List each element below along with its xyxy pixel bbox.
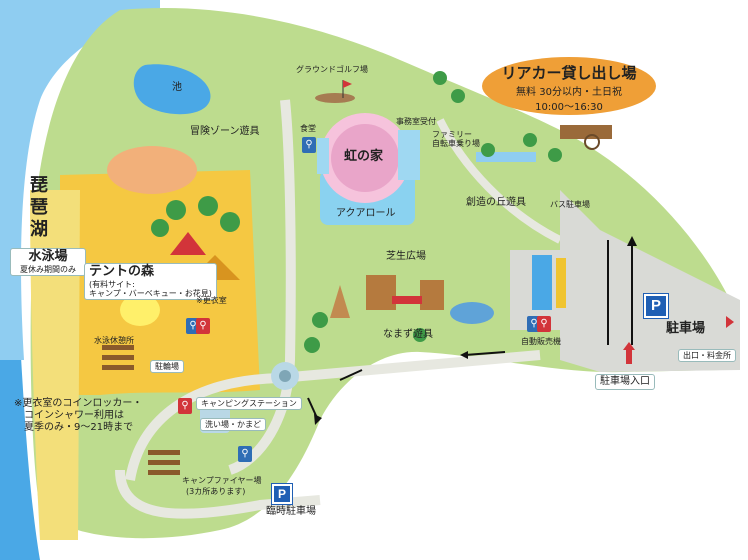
bike-parking-label: 駐輪場	[150, 360, 184, 374]
arrow-1	[464, 351, 506, 356]
catfish-playground	[450, 302, 494, 324]
play-structure-1	[366, 275, 396, 310]
lake-name-3: 湖	[30, 219, 48, 240]
entrance-arrow-head	[623, 342, 635, 350]
parking-icon-main: P	[644, 294, 668, 318]
temp-parking-label: 臨時駐車場	[266, 506, 316, 517]
coin-note-3: 夏季のみ・9～21時まで	[24, 422, 134, 433]
bus-parking-label: バス駐車場	[550, 200, 590, 209]
creation-hill-label: 創造の丘遊具	[466, 197, 526, 208]
swim-rest-label: 水泳休憩所	[94, 336, 134, 345]
golf-flag	[343, 80, 352, 88]
lake-shallow	[0, 0, 160, 360]
swimming-note: 夏休み期間のみ	[20, 264, 76, 274]
toilet-icon-tent-f: ⚲	[196, 318, 210, 334]
tent-forest-sub2: キャンプ・バーベキュー・お花見)	[89, 289, 212, 299]
coin-note-1: ※更衣室のコインロッカー・	[14, 398, 143, 409]
pond	[133, 64, 211, 115]
rental-fee: 無料 30分以内・土日祝	[516, 87, 622, 98]
changing-room-label: ※更衣室	[196, 296, 227, 305]
toilet-icon-camp: ⚲	[178, 398, 192, 414]
lawn-square-label: 芝生広場	[386, 251, 426, 262]
vending-label: 自動販売機	[521, 337, 561, 346]
parking-label: 駐車場	[666, 321, 706, 336]
beach	[30, 190, 80, 540]
rainbow-house-inner	[331, 124, 399, 192]
campfire-logs	[102, 345, 180, 475]
bike-area	[476, 152, 536, 162]
exit-label: 出口・料金所	[678, 349, 736, 363]
parking-entrance-label: 駐車場入口	[595, 374, 655, 390]
aqua-roll-label: アクアロール	[336, 208, 396, 219]
arrow-1-head	[460, 351, 468, 359]
play-tipi	[330, 285, 350, 318]
rental-title: リアカー貸し出し場	[501, 64, 637, 82]
path-camp-loop	[115, 469, 321, 519]
campfire-area-label: キャンプファイヤー場	[182, 476, 262, 485]
trees	[151, 71, 562, 353]
cart-wheel	[584, 134, 600, 150]
tent-2	[170, 232, 206, 255]
arrow-5-head	[627, 236, 637, 246]
arrow-3-head	[314, 414, 322, 425]
round-plaza-center	[279, 370, 291, 382]
ground-golf-label: グラウンドゴルフ場	[296, 65, 368, 74]
adventure-zone-label: 冒険ゾーン遊具	[190, 126, 260, 137]
tent-forest-box: テントの森 (有料サイト: キャンプ・バーベキュー・お花見)	[84, 263, 217, 301]
stripe-yellow	[556, 258, 566, 308]
toilet-icon-meal: ⚲	[302, 137, 316, 153]
lake-name-1: 琵	[30, 175, 48, 196]
rainbow-house-label: 虹の家	[344, 149, 384, 164]
campfire-note-label: (3カ所あります)	[186, 487, 246, 496]
rear-cart	[560, 125, 612, 139]
path-right	[436, 118, 562, 244]
toilet-icon-vending-f: ⚲	[537, 316, 551, 332]
coin-note-2: コインシャワー利用は	[24, 410, 124, 421]
swimming-title: 水泳場	[28, 249, 68, 264]
toilet-icon-wash: ⚲	[238, 446, 252, 462]
swimming-box: 水泳場 夏休み期間のみ	[10, 248, 86, 277]
golf-hole	[315, 93, 355, 103]
meal-wing	[317, 138, 329, 174]
office-wing	[398, 130, 420, 180]
family-bike-label: ファミリー 自転車乗り場	[432, 130, 480, 149]
rental-hours: 10:00～16:30	[535, 102, 603, 113]
parking-icon-temp: P	[272, 484, 292, 504]
camping-station-label: キャンピングステーション	[196, 397, 302, 411]
play-structure-2	[420, 280, 444, 310]
pond-label: 池	[172, 82, 182, 93]
office-label: 事務室受付	[396, 117, 436, 126]
sand-oval	[107, 146, 197, 194]
arrow-2	[339, 369, 363, 381]
tent-forest-sub1: (有料サイト:	[89, 279, 135, 289]
entrance-arrow	[626, 348, 632, 364]
lake-name-2: 琶	[30, 197, 48, 218]
tent-forest-title: テントの森	[89, 264, 155, 279]
catfish-label: なまず遊具	[383, 329, 433, 340]
washing-label: 洗い場・かまど	[200, 418, 266, 432]
parking-lot	[560, 190, 740, 372]
meal-label: 食堂	[300, 124, 316, 133]
path-central	[228, 99, 296, 475]
exit-arrow	[726, 316, 734, 328]
yellow-circle	[120, 294, 160, 326]
rear-cart-rental-badge: リアカー貸し出し場 無料 30分以内・土日祝 10:00～16:30	[482, 57, 656, 115]
pool-blue	[532, 255, 552, 310]
play-bridge	[392, 296, 422, 304]
